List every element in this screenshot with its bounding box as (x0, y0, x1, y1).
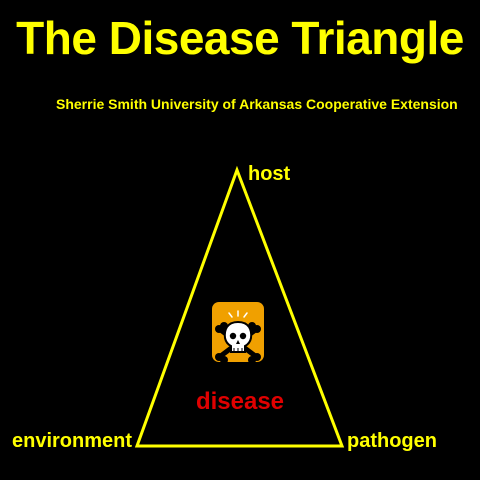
pathogen-label: pathogen (347, 430, 437, 452)
environment-label: environment (12, 430, 133, 452)
skull-crossbones-icon (212, 302, 264, 364)
disease-label: disease (195, 388, 285, 415)
triangle-outline (134, 165, 345, 448)
slide-title: The Disease Triangle (16, 12, 464, 64)
host-label: host (248, 163, 291, 185)
slide-subtitle: Sherrie Smith University of Arkansas Coo… (56, 96, 458, 112)
